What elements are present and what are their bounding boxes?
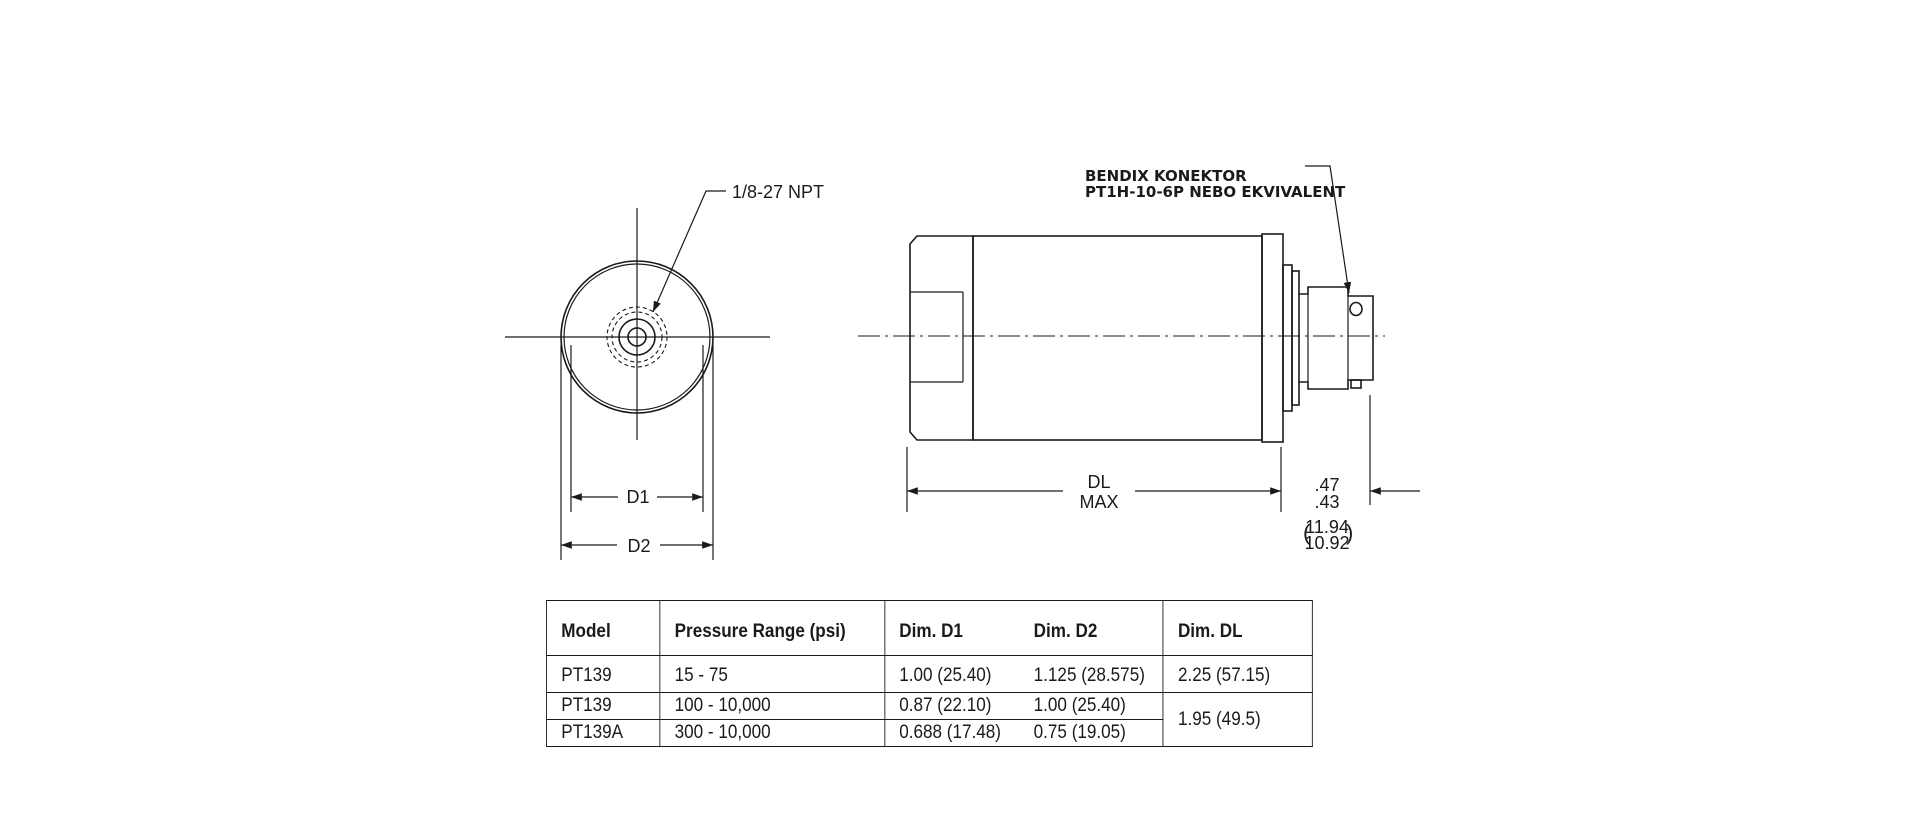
connector-outline	[1299, 286, 1374, 390]
thread-label: 1/8-27 NPT	[732, 182, 824, 202]
body-outline	[972, 235, 1263, 441]
table-row: PT139A 300 - 10,000 0.688 (17.48) 0.75 (…	[546, 719, 1312, 747]
conn-len-paren-close: )	[1346, 520, 1353, 545]
d1-label: D1	[626, 487, 649, 507]
table-header-row: Model Pressure Range (psi) Dim. D1 Dim. …	[546, 600, 1313, 656]
header-dim-d2: Dim. D2	[1019, 600, 1164, 656]
cell-model: PT139A	[546, 719, 661, 747]
cell-dim-d2: 1.00 (25.40)	[1019, 692, 1164, 720]
connector-flange	[1282, 264, 1293, 412]
table-row: PT139 100 - 10,000 0.87 (22.10) 1.00 (25…	[546, 692, 1313, 747]
header-pressure-range: Pressure Range (psi)	[659, 600, 885, 656]
connector-label-line1: BENDIX KONEKTOR	[1085, 167, 1247, 185]
thread-leader	[652, 190, 726, 313]
rear-collar	[1261, 233, 1284, 443]
end-view: 1/8-27 NPT D1 D2	[505, 182, 824, 560]
dl-max-label: MAX	[1079, 492, 1118, 512]
header-model: Model	[546, 600, 661, 656]
conn-len-in-bottom: .43	[1314, 492, 1339, 512]
cell-model: PT139	[546, 655, 661, 693]
cell-dim-d2: 0.75 (19.05)	[1019, 719, 1164, 747]
cell-dim-d1: 0.688 (17.48)	[883, 719, 1020, 747]
header-dim-d1: Dim. D1	[883, 600, 1020, 656]
header-dim-dl: Dim. DL	[1162, 600, 1313, 656]
conn-len-mm-top: 11.94	[1305, 517, 1349, 537]
conn-len-in-top: .47	[1314, 475, 1339, 495]
bayonet-pin-icon	[1349, 301, 1363, 317]
cell-dim-dl: 2.25 (57.15)	[1162, 655, 1313, 693]
d2-label: D2	[627, 536, 650, 556]
connector-key	[1350, 379, 1362, 389]
cell-dim-d1: 0.87 (22.10)	[883, 692, 1020, 720]
connector-label-line2: PT1H-10-6P NEBO EKVIVALENT	[1085, 183, 1346, 201]
cell-pressure-range: 15 - 75	[659, 655, 885, 693]
cell-pressure-range: 300 - 10,000	[659, 719, 885, 747]
connector-leader	[1305, 165, 1352, 294]
cell-dim-dl: 1.95 (49.5)	[1162, 692, 1313, 747]
cell-pressure-range: 100 - 10,000	[659, 692, 885, 720]
cell-dim-d1: 1.00 (25.40)	[883, 655, 1020, 693]
conn-len-mm-bottom: 10.92	[1304, 533, 1349, 553]
cell-model: PT139	[546, 692, 661, 720]
side-view: BENDIX KONEKTOR PT1H-10-6P NEBO EKVIVALE…	[858, 165, 1420, 553]
dimensions-table: Model Pressure Range (psi) Dim. D1 Dim. …	[546, 600, 1313, 747]
table-row: PT139 15 - 75 1.00 (25.40) 1.125 (28.575…	[546, 655, 1313, 693]
connector-ring	[1291, 270, 1300, 406]
conn-len-paren-open: (	[1303, 520, 1311, 545]
dl-label: DL	[1087, 472, 1110, 492]
cell-dim-d2: 1.125 (28.575)	[1019, 655, 1164, 693]
